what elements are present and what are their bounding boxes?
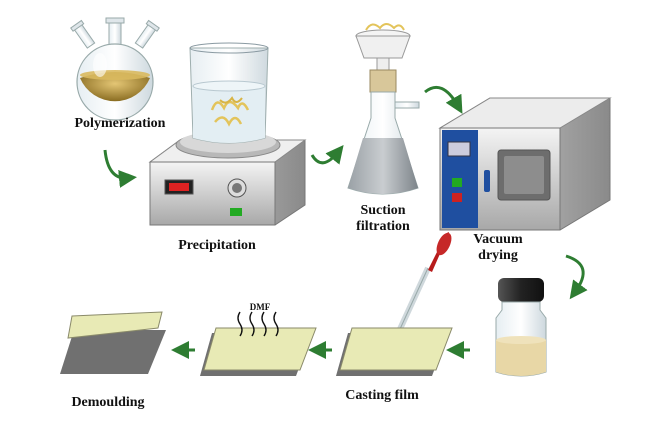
label-demoulding: Demoulding xyxy=(71,395,145,410)
demoulding-plate-icon xyxy=(60,311,166,374)
label-vacuum-line2: drying xyxy=(478,248,518,263)
label-suction-line2: filtration xyxy=(356,219,410,234)
arrow-3 xyxy=(424,85,463,114)
suction-filtration-icon xyxy=(347,23,420,195)
round-bottom-flask-icon xyxy=(70,17,160,121)
solution-bottle-icon xyxy=(495,278,547,377)
beaker-on-stirrer-icon xyxy=(148,42,307,226)
arrow-2 xyxy=(310,144,344,165)
casting-plate-icon xyxy=(336,327,453,376)
flow-arrows xyxy=(103,85,588,359)
label-precipitation: Precipitation xyxy=(178,238,256,253)
label-suction-line1: Suction xyxy=(360,203,406,218)
arrow-1 xyxy=(103,149,137,188)
drying-plate-icon xyxy=(200,311,317,376)
label-vacuum-line1: Vacuum xyxy=(473,232,523,247)
dmf-vapor-icon xyxy=(237,311,279,337)
label-casting-film: Casting film xyxy=(345,388,419,403)
dropper-icon xyxy=(392,231,452,342)
label-dmf: DMF xyxy=(249,302,271,312)
vacuum-oven-icon xyxy=(438,97,612,231)
label-polymerization: Polymerization xyxy=(74,116,166,131)
arrow-4 xyxy=(565,254,588,300)
